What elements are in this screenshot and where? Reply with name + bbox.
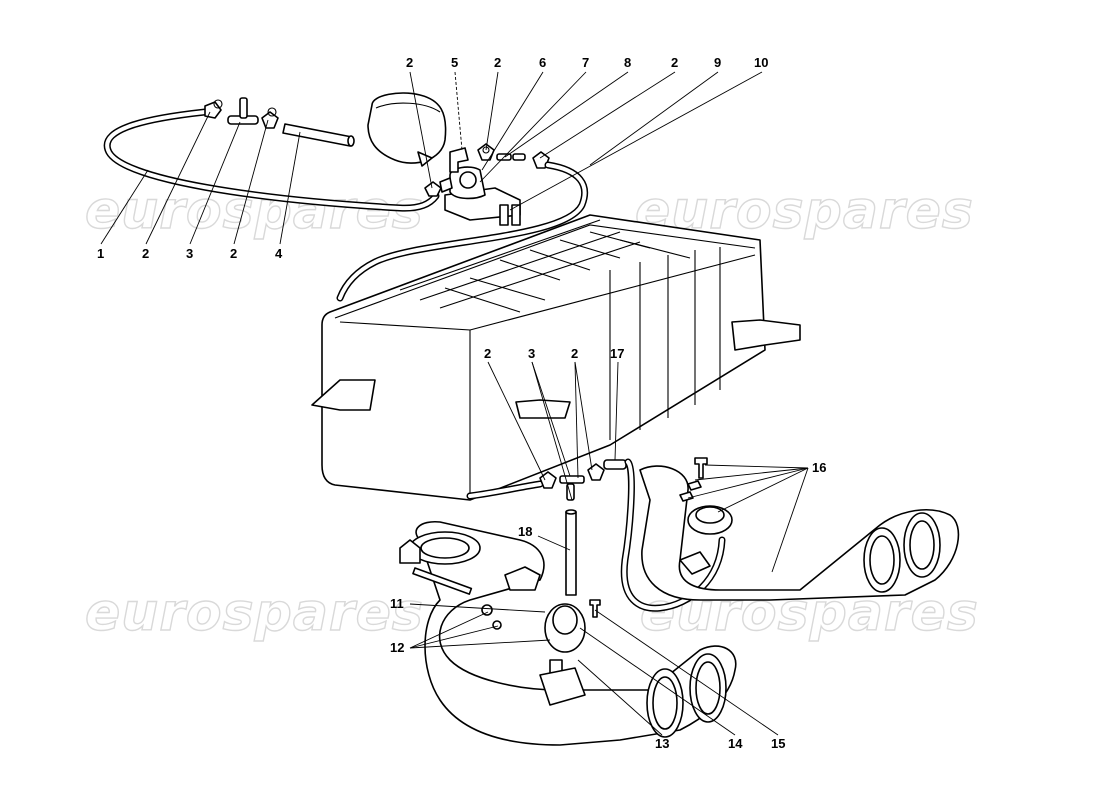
callout-2a: 2 bbox=[142, 246, 149, 261]
callout-2b: 2 bbox=[230, 246, 237, 261]
callout-11: 11 bbox=[390, 596, 404, 611]
callout-labels: 1 2 3 2 4 2 5 2 6 7 8 2 9 10 2 3 2 17 18… bbox=[97, 55, 826, 751]
callout-7: 7 bbox=[582, 55, 589, 70]
callout-4: 4 bbox=[275, 246, 283, 261]
charcoal-canister bbox=[367, 92, 447, 167]
callout-17: 17 bbox=[610, 346, 624, 361]
callout-5: 5 bbox=[451, 55, 458, 70]
muffler-left bbox=[399, 520, 737, 746]
clamp-mid bbox=[261, 107, 279, 129]
lower-vent-lines bbox=[466, 458, 726, 612]
callout-2g: 2 bbox=[571, 346, 578, 361]
callout-2e: 2 bbox=[671, 55, 678, 70]
callout-15: 15 bbox=[771, 736, 785, 751]
vent-hose-assembly bbox=[103, 92, 589, 302]
callout-14: 14 bbox=[728, 736, 743, 751]
callout-6: 6 bbox=[539, 55, 546, 70]
tank-bracket-right bbox=[731, 319, 801, 351]
watermark-top-left: eurospares bbox=[85, 181, 424, 241]
callout-3b: 3 bbox=[528, 346, 535, 361]
tank-bracket-left bbox=[311, 379, 376, 411]
callout-12: 12 bbox=[390, 640, 404, 655]
clamp-left bbox=[204, 99, 223, 119]
fuel-tank bbox=[311, 214, 801, 501]
watermark-bottom-left: eurospares bbox=[85, 583, 424, 643]
callout-2c: 2 bbox=[406, 55, 413, 70]
callout-9: 9 bbox=[714, 55, 721, 70]
short-hose bbox=[282, 123, 355, 147]
callout-1: 1 bbox=[97, 246, 104, 261]
leader-lines bbox=[100, 71, 809, 736]
callout-8: 8 bbox=[624, 55, 631, 70]
callout-13: 13 bbox=[655, 736, 669, 751]
valve-bracket-assembly bbox=[424, 166, 521, 226]
callout-16: 16 bbox=[812, 460, 826, 475]
callout-2d: 2 bbox=[494, 55, 501, 70]
t-connector-upper bbox=[227, 97, 259, 125]
callout-3a: 3 bbox=[186, 246, 193, 261]
muffler-right bbox=[639, 457, 960, 601]
callout-2f: 2 bbox=[484, 346, 491, 361]
callout-10: 10 bbox=[754, 55, 768, 70]
callout-18: 18 bbox=[518, 524, 532, 539]
elbow-fitting bbox=[449, 147, 469, 173]
